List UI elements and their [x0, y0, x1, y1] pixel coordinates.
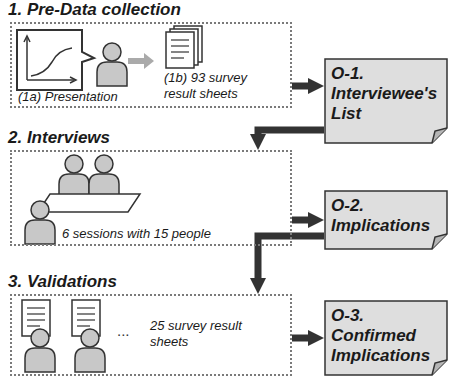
output-document: O-3. Confirmed Implications [324, 300, 448, 376]
stage-box: 2. Interviews6 sessions with 15 people [10, 150, 292, 246]
presentation-icon [17, 30, 127, 90]
output-title: O-3. Confirmed Implications [331, 306, 442, 366]
survey-sheets-icon [166, 26, 202, 68]
validation-icon [22, 300, 105, 372]
grey-arrow [128, 53, 154, 69]
flow-arrow [292, 83, 308, 90]
output-document: O-2. Implications [324, 190, 448, 250]
output-document: O-1. Interviewee's List [324, 58, 448, 144]
output-title: O-1. Interviewee's List [331, 64, 442, 124]
stage-caption: 25 survey result sheets [150, 318, 260, 350]
stage-heading: 3. Validations [8, 272, 117, 292]
stage-heading: 2. Interviews [8, 128, 110, 148]
stage-heading: 1. Pre-Data collection [8, 0, 181, 20]
stage-caption: (1a) Presentation [18, 89, 148, 105]
stage-box: 1. Pre-Data collection(1a) Presentation(… [10, 22, 292, 108]
stage-box: 3. Validations25 survey result sheets [10, 294, 292, 376]
flow-arrow [292, 335, 308, 342]
output-title: O-2. Implications [331, 196, 442, 236]
stage-caption: (1b) 93 survey result sheets [164, 70, 282, 102]
flow-arrow [292, 217, 308, 224]
flow-arrow [258, 130, 324, 134]
stage-caption: 6 sessions with 15 people [62, 226, 287, 242]
ellipsis-label: ... [117, 322, 130, 339]
